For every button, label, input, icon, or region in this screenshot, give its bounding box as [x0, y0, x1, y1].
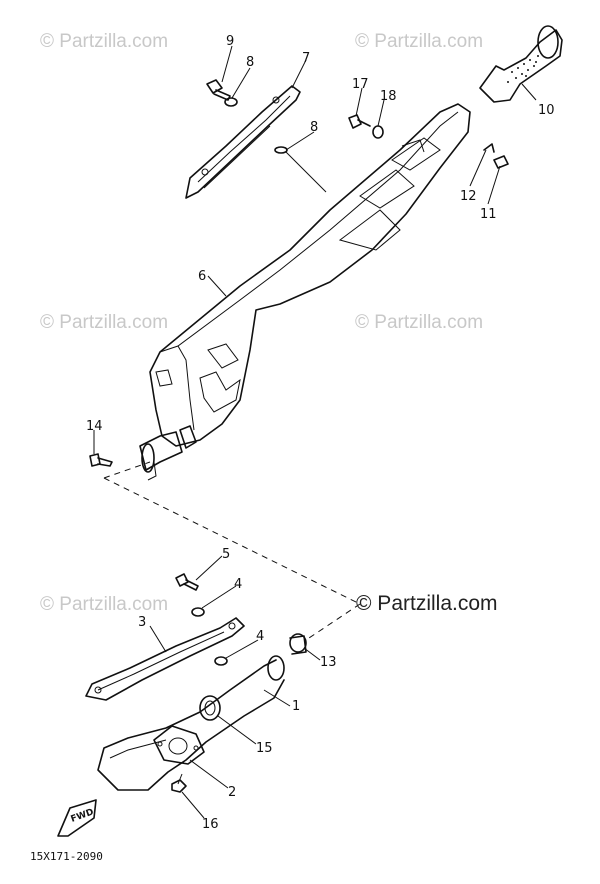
diagram-code: 15X171-2090 [30, 850, 103, 863]
callout-8: 8 [310, 120, 318, 135]
callout-2: 2 [228, 785, 236, 800]
callout-6: 6 [198, 269, 206, 284]
callout-13: 13 [320, 655, 337, 670]
leader-lines [93, 45, 537, 819]
part-11-screw [493, 155, 509, 169]
part-2-flange [153, 725, 205, 765]
part-12-clip [483, 143, 495, 153]
callout-18: 18 [380, 89, 397, 104]
callout-17: 17 [352, 77, 369, 92]
part-14-bolt [89, 453, 113, 467]
callouts: 9 8 7 17 18 8 10 12 11 6 14 5 4 3 4 13 1… [86, 34, 555, 832]
callout-7: 7 [302, 51, 310, 66]
callout-4: 4 [234, 577, 242, 592]
part-4-washer-upper [191, 607, 205, 617]
part-16-nut [171, 773, 187, 793]
callout-9: 9 [226, 34, 234, 49]
callout-10: 10 [538, 103, 555, 118]
assembly-lines [103, 461, 361, 641]
callout-3: 3 [138, 615, 146, 630]
watermark: © Partzilla.com [40, 312, 168, 333]
callout-1: 1 [292, 699, 300, 714]
watermark: © Partzilla.com [355, 312, 483, 333]
watermark: © Partzilla.com [40, 31, 168, 52]
part-8-washer-mid [274, 146, 288, 154]
callout-16: 16 [202, 817, 219, 832]
part-17-bolt [348, 114, 371, 129]
callout-4: 4 [256, 629, 264, 644]
brand-label: © Partzilla.com [356, 592, 498, 615]
part-9-bolt [206, 79, 231, 101]
part-8-washer-top [224, 97, 238, 107]
part-10-tail-pipe [479, 25, 563, 103]
part-3-protector [85, 617, 245, 701]
part-1-exhaust-pipe [97, 655, 285, 791]
callout-12: 12 [460, 189, 477, 204]
fwd-label: FWD [70, 807, 96, 824]
callout-8: 8 [246, 55, 254, 70]
watermark: © Partzilla.com [40, 594, 168, 615]
part-15-gasket-ring [199, 695, 221, 721]
callout-11: 11 [480, 207, 497, 222]
part-7-protector [185, 85, 301, 199]
callout-14: 14 [86, 419, 103, 434]
part-13-gasket [289, 633, 307, 655]
callout-15: 15 [256, 741, 273, 756]
part-18-washer [372, 125, 384, 139]
watermarks: © Partzilla.com © Partzilla.com © Partzi… [40, 31, 483, 615]
part-6-muffler [139, 103, 471, 481]
watermark: © Partzilla.com [355, 31, 483, 52]
callout-5: 5 [222, 547, 230, 562]
fwd-arrow-icon: FWD [57, 799, 97, 837]
part-4-washer-lower [214, 656, 228, 666]
part-5-bolt [175, 573, 199, 591]
